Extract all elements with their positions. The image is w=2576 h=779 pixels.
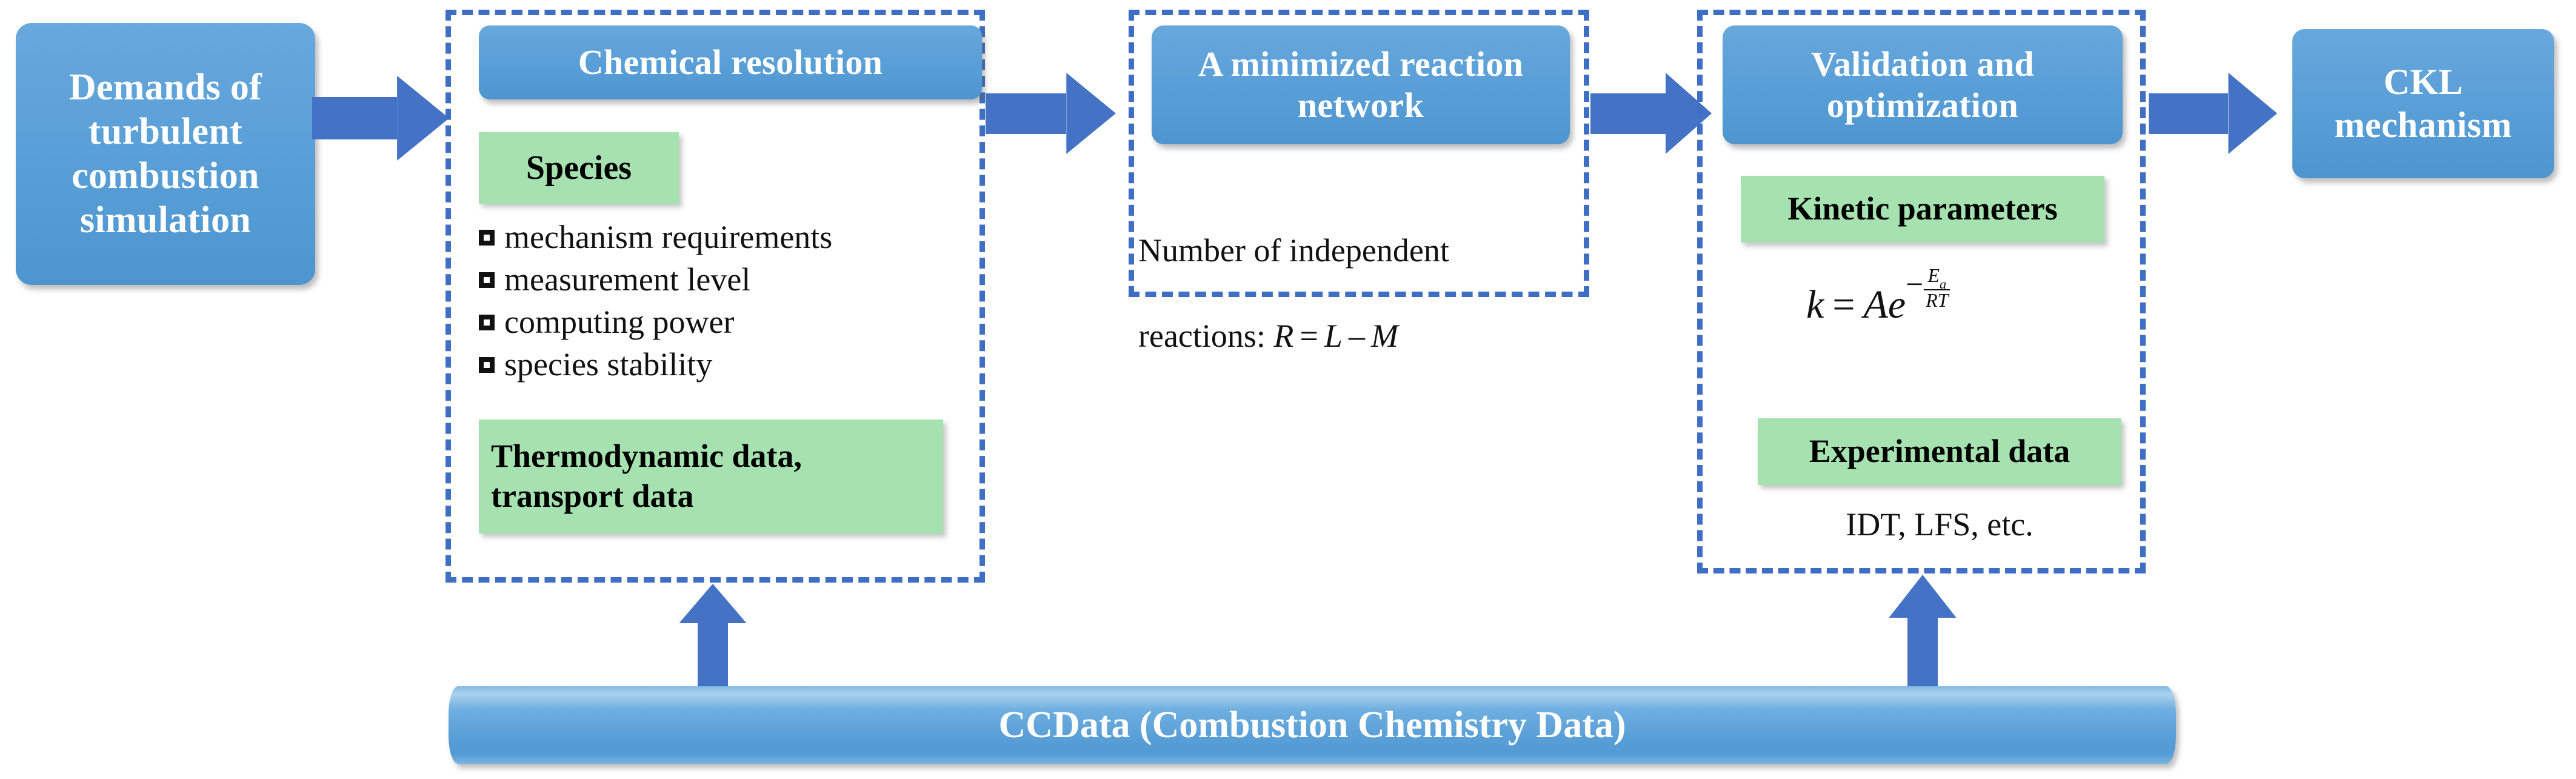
note-line-1: Number of independent bbox=[1138, 232, 1449, 269]
group-chemical-resolution bbox=[445, 10, 985, 583]
arrow-head bbox=[1066, 73, 1116, 154]
eq-symbol-M: M bbox=[1370, 317, 1398, 354]
group-minimized-network bbox=[1129, 10, 1589, 297]
arrhenius-fraction: Ea RT bbox=[1924, 266, 1950, 310]
chip-thermodynamic-transport-data[interactable]: Thermodynamic data, transport data bbox=[479, 420, 943, 533]
arrhenius-Ea-a: a bbox=[1939, 276, 1947, 292]
list-item[interactable]: mechanism requirements bbox=[479, 218, 832, 256]
arrow-shaft bbox=[2149, 93, 2229, 134]
arrow-validation-to-ckl bbox=[2149, 73, 2277, 154]
eq-equals: = bbox=[1300, 317, 1318, 354]
eq-symbol-L: L bbox=[1324, 317, 1343, 354]
stage-header-minimized-network[interactable]: A minimized reaction network bbox=[1152, 25, 1570, 144]
checkbox-icon bbox=[479, 272, 495, 288]
arrow-head bbox=[1889, 575, 1957, 618]
arrhenius-numerator: Ea bbox=[1926, 264, 1948, 292]
chip-experimental-data[interactable]: Experimental data bbox=[1758, 418, 2121, 485]
arrow-shaft bbox=[986, 93, 1067, 134]
arrhenius-k: k bbox=[1806, 283, 1824, 327]
foundation-bar-ccdata[interactable]: CCData (Combustion Chemistry Data) bbox=[449, 686, 2176, 764]
stage-box-ckl-mechanism[interactable]: CKL mechanism bbox=[2292, 29, 2554, 178]
list-item-label: species stability bbox=[504, 346, 713, 383]
note-line-2-prefix: reactions: bbox=[1138, 317, 1274, 354]
arrow-chemical-resolution-to-minimized-network bbox=[986, 73, 1116, 154]
checkbox-icon bbox=[479, 357, 495, 373]
chip-kinetic-parameters[interactable]: Kinetic parameters bbox=[1741, 176, 2104, 242]
list-item-label: computing power bbox=[504, 304, 735, 340]
arrow-demands-to-chemical-resolution bbox=[312, 76, 449, 161]
arrhenius-equation: k=Ae − Ea RT bbox=[1806, 266, 1950, 328]
arrow-minimized-network-to-validation bbox=[1590, 73, 1712, 154]
stage-box-demands[interactable]: Demands of turbulent combustion simulati… bbox=[16, 23, 315, 285]
list-item-label: measurement level bbox=[504, 261, 751, 298]
arrow-shaft bbox=[1590, 93, 1666, 134]
eq-symbol-R: R bbox=[1273, 317, 1294, 354]
stage-header-validation-optimization[interactable]: Validation and optimization bbox=[1723, 25, 2123, 144]
arrhenius-minus: − bbox=[1906, 267, 1924, 302]
chip-species[interactable]: Species bbox=[479, 132, 679, 204]
arrow-shaft bbox=[312, 97, 398, 139]
arrow-head bbox=[679, 584, 747, 624]
eq-minus: – bbox=[1348, 317, 1365, 354]
arrow-head bbox=[2228, 73, 2277, 154]
list-item[interactable]: computing power bbox=[479, 303, 832, 341]
arrhenius-denominator: RT bbox=[1924, 289, 1950, 311]
arrhenius-A: A bbox=[1863, 283, 1888, 327]
experimental-data-note: IDT, LFS, etc. bbox=[1846, 506, 2034, 543]
arrow-ccdata-to-validation bbox=[1889, 575, 1957, 689]
arrow-shaft bbox=[698, 621, 728, 688]
checkbox-icon bbox=[479, 230, 495, 246]
note-line-2: reactions: R=L–M bbox=[1138, 315, 1587, 357]
criteria-list: mechanism requirements measurement level… bbox=[479, 218, 832, 388]
arrhenius-Ea-E: E bbox=[1927, 264, 1940, 286]
group-validation-optimization bbox=[1697, 10, 2146, 573]
checkbox-icon bbox=[479, 315, 495, 330]
minimized-network-note: Number of independent reactions: R=L–M bbox=[1138, 187, 1587, 400]
list-item[interactable]: measurement level bbox=[479, 261, 832, 298]
arrhenius-exponent: − Ea RT bbox=[1906, 266, 1950, 312]
arrhenius-e: e bbox=[1887, 283, 1906, 327]
list-item-label: mechanism requirements bbox=[504, 219, 833, 255]
arrhenius-equals: = bbox=[1832, 283, 1855, 327]
stage-header-chemical-resolution[interactable]: Chemical resolution bbox=[479, 25, 982, 99]
arrow-ccdata-to-chemical-resolution bbox=[679, 584, 747, 688]
arrow-shaft bbox=[1907, 615, 1938, 689]
list-item[interactable]: species stability bbox=[479, 346, 832, 383]
arrow-head bbox=[397, 76, 449, 161]
